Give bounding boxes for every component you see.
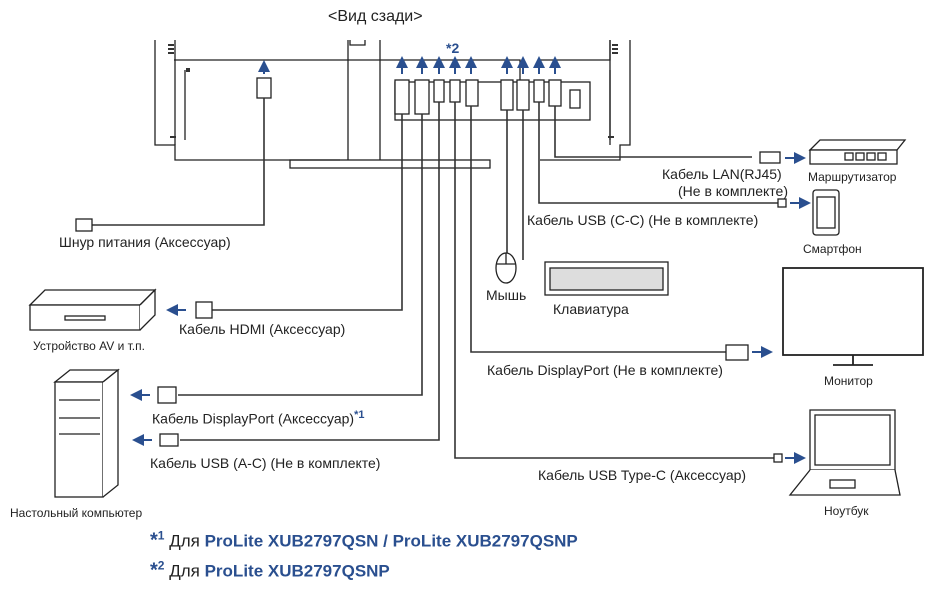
av-device-icon (28, 288, 157, 331)
keyboard-label: Клавиатура (553, 301, 629, 317)
desktop-pc-label: Настольный компьютер (10, 506, 143, 520)
footnote-1-star: * (150, 529, 158, 552)
power-cord-label: Шнур питания (Аксессуар) (59, 234, 231, 250)
cable-ends (75, 151, 787, 463)
av-device-label: Устройство AV и т.п. (33, 339, 145, 353)
notebook-icon (788, 409, 901, 496)
vent-slots (168, 44, 618, 138)
dp-cable-accessory-text: Кабель DisplayPort (Аксессуар) (152, 410, 355, 427)
smartphone-label: Смартфон (803, 242, 862, 256)
usb-ac-cable-label: Кабель USB (A-C) (Не в комплекте) (150, 455, 381, 471)
keyboard-icon (544, 261, 669, 296)
footnote-2: *2 Для ProLite XUB2797QSNP (150, 558, 390, 583)
cables (92, 98, 778, 459)
lan-cable-label: Кабель LAN(RJ45) (662, 166, 782, 182)
port-arrows (258, 56, 561, 74)
hdmi-cable-label: Кабель HDMI (Аксессуар) (179, 321, 346, 337)
external-monitor-icon (782, 267, 924, 366)
device-arrows (130, 152, 811, 464)
footnote-2-marker: *2 (446, 40, 460, 56)
footnote-2-models: ProLite XUB2797QSNP (204, 561, 390, 581)
lan-not-included-label: (Не в комплекте) (678, 183, 788, 199)
footnote-2-star: * (150, 559, 158, 582)
usb-cc-cable-label: Кабель USB (C-C) (Не в комплекте) (527, 212, 759, 228)
mouse-label: Мышь (486, 287, 527, 303)
footnote-1-marker: *1 (354, 409, 365, 421)
footnote-2-prefix: Для (169, 561, 205, 581)
dp-cable-accessory-label: Кабель DisplayPort (Аксессуар)*1 (152, 409, 365, 427)
mouse-icon (495, 252, 517, 284)
router-label: Маршрутизатор (808, 170, 897, 184)
notebook-label: Ноутбук (824, 504, 869, 518)
diagram-title: <Вид сзади> (328, 8, 423, 25)
monitor-plugs (256, 77, 581, 115)
footnote-1-prefix: Для (169, 531, 205, 551)
footnote-2-number: 2 (157, 558, 165, 572)
dp-cable-out-label: Кабель DisplayPort (Не в комплекте) (487, 362, 723, 378)
desktop-pc-icon (53, 368, 120, 498)
smartphone-icon (812, 189, 840, 236)
footnote-1: *1 Для ProLite XUB2797QSN / ProLite XUB2… (150, 528, 578, 553)
footnote-1-number: 1 (157, 528, 165, 542)
footnote-1-models: ProLite XUB2797QSN / ProLite XUB2797QSNP (204, 531, 578, 551)
router-icon (808, 139, 907, 165)
usbc-cable-label: Кабель USB Type-C (Аксессуар) (538, 467, 747, 483)
monitor-label: Монитор (824, 374, 873, 388)
